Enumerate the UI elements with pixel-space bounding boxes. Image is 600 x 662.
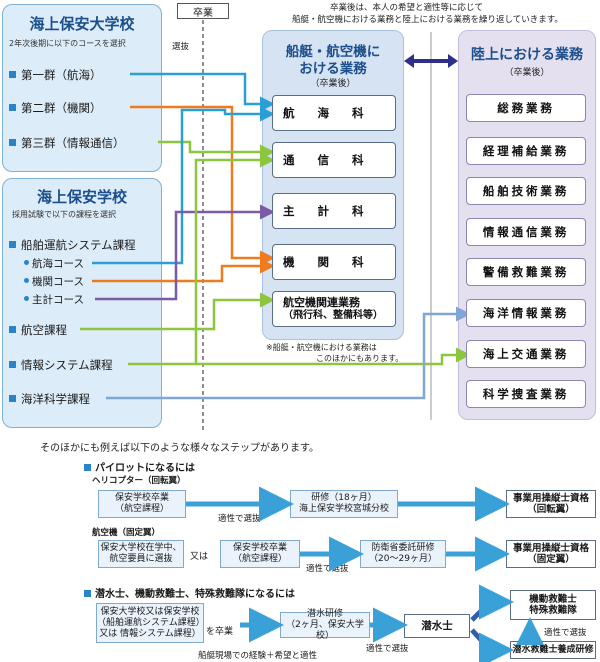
school-course-ship: 船舶運航システム課程 [9,237,136,253]
dest-aviation: 航空機関連業務 （飛行科、整備科等） [272,291,396,327]
arrow-diver-rescue [470,584,514,622]
line-school-info-comm [128,152,275,366]
bullet-square-icon [9,139,16,146]
school-sub-navigation: 航海コース [24,256,84,271]
ship-title-line1: 船艇・航空機に [285,44,381,60]
fixed-box-defense: 防衛省委託研修 （20〜29ヶ月） [360,540,446,568]
line-school-engine [92,258,275,283]
land-accounting: 経理補給業務 [466,137,586,165]
bullet-dot-icon [24,296,29,301]
heli-final: 事業用操縦士資格 （回転翼） [506,490,596,518]
bullet-square-icon [9,395,16,402]
school-sub-engine: 機関コース [24,274,84,289]
dest-communication: 通 信 科 [272,142,396,178]
school-panel [2,178,162,428]
land-ocean-info: 海洋情報業務 [466,299,586,327]
fixed-selection: 適性で選抜 [306,564,349,574]
land-after: （卒業後） [504,68,550,78]
ship-duties-panel [262,30,404,340]
steps-intro: そのほかにも例えば以下のような様々なステップがあります。 [40,443,319,454]
school-sub-purser: 主計コース [24,292,84,307]
line-school-ocean [106,306,471,400]
fixed-final: 事業用操縦士資格 （固定翼） [506,540,596,568]
fixed-box-university: 保安大学校在学中、 航空要員に選抜 [98,540,184,568]
diver-experience: 船艇現場での経験＋希望と適性 [198,651,318,661]
aviation-line1: 航空機関連業務 [283,296,360,309]
line-uni2-engine [130,105,275,266]
ship-title-line2: おける業務 [299,61,367,77]
line-school-navigation [92,106,275,265]
land-security-rescue: 警備救難業務 [466,258,586,286]
university-panel [2,4,162,172]
diver-graduation: を卒業 [206,627,234,637]
land-forensics: 科学捜査業務 [466,380,586,408]
diver-box-training: 潜水研修 （2ヶ月、保安大学校） [280,609,370,641]
heli-label: ヘリコプター（回転翼） [92,476,186,486]
bullet-square-icon [84,464,91,471]
university-title: 海上保安大学校 [29,15,135,33]
selection-label: 選抜 [172,42,190,52]
heli-selection: 適性で選抜 [218,514,261,524]
university-subtitle: 2年次後期に以下のコースを選択 [9,39,126,48]
land-info-comm: 情報通信業務 [466,218,586,246]
graduation-label: 卒業 [177,3,229,19]
land-ship-tech: 船舶技術業務 [466,177,586,205]
line-school-aviation [80,292,275,331]
dest-engine: 機 関 科 [272,244,396,280]
training-box: 潜水救難士養成研修 [510,641,596,659]
fixed-label: 航空機（固定翼） [92,528,161,538]
diver-selection1: 適性で選抜 [366,644,409,654]
top-note-line1: 卒業後は、本人の希望と適性等に応じて [330,3,484,13]
diver-box: 潜水士 [404,614,470,638]
land-title: 陸上における業務 [471,47,583,63]
arrow-diver-training [470,628,514,662]
school-course-ocean: 海洋科学課程 [9,391,90,407]
bullet-dot-icon [24,278,29,283]
land-maritime-traffic: 海上交通業務 [466,340,586,368]
bullet-dot-icon [24,260,29,265]
step-arrows [186,486,544,662]
school-subtitle: 採用試験で以下の課程を選択 [12,210,116,219]
fixed-or: 又は [190,552,209,562]
fixed-box-school: 保安学校卒業 （航空課程） [220,540,300,568]
school-course-aviation: 航空課程 [9,322,67,338]
heli-box-graduate: 保安学校卒業 （航空課程） [98,490,186,518]
ship-after: （卒業後） [310,79,356,89]
double-arrow-right-head [448,54,458,68]
top-note-line2: 船艇・航空機における業務と陸上における業務を繰り返していきます。 [292,15,563,25]
school-title: 海上保安学校 [36,188,127,206]
bullet-square-icon [84,590,91,597]
pilot-header: パイロットになるには [84,459,195,474]
heli-box-training: 研修（18ヶ月） 海上保安学校宮城分校 [290,490,398,518]
double-arrow-left-head [404,54,414,68]
ship-note-line1: ※船艇・航空機における業務は [266,343,377,352]
dest-purser: 主 計 科 [272,193,396,229]
bullet-square-icon [9,104,16,111]
diver-header: 潜水士、機動救難士、特殊救難隊になるには [84,585,295,600]
line-school-info-traffic [196,347,471,366]
rescue-box: 機動救難士 特殊救難隊 [510,590,596,620]
connection-lines [80,20,471,430]
bullet-square-icon [9,241,16,248]
line-uni3-comm [158,140,275,160]
line-uni1-navigation [130,72,275,112]
dest-navigation: 航 海 科 [272,95,396,131]
diver-box-school: 保安大学校又は保安学校 （船舶運航システム課程） 又は 情報システム課程） [96,603,205,643]
bullet-square-icon [9,361,16,368]
uni-course-1: 第一群（航海） [9,67,102,83]
land-general-affairs: 総務業務 [466,94,586,122]
ship-note-line2: このほかにもあります。 [316,354,404,363]
line-school-purser [95,204,275,301]
uni-course-2: 第二群（機関） [9,100,102,116]
bullet-square-icon [9,71,16,78]
uni-course-3: 第三群（情報通信） [9,135,125,151]
school-course-info: 情報システム課程 [9,357,113,373]
aviation-line2: （飛行科、整備科等） [283,310,383,321]
diver-selection2: 適性で選抜 [544,628,587,638]
bullet-square-icon [9,326,16,333]
